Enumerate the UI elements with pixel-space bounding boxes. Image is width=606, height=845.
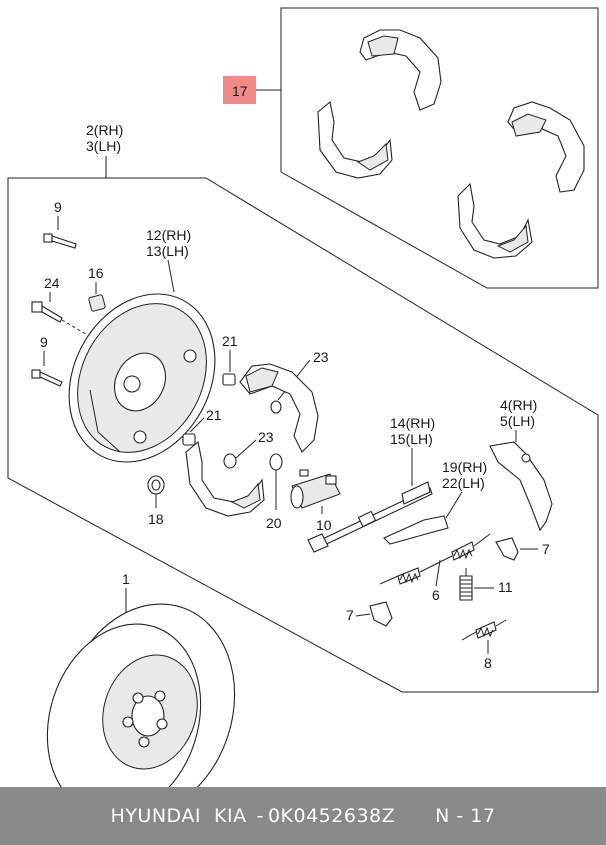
callout-16[interactable]: 16 xyxy=(88,265,104,281)
callout-9b[interactable]: 9 xyxy=(40,334,48,350)
cup-20 xyxy=(269,453,283,471)
footer-brand: HYUNDAI KIA xyxy=(110,805,247,827)
pin-23b xyxy=(223,453,237,469)
spring-8 xyxy=(461,619,507,641)
backing-plate xyxy=(68,293,216,463)
footer-ref: N - 17 xyxy=(435,805,496,827)
bolt-9-lower xyxy=(31,369,63,387)
strut-14 xyxy=(307,481,433,553)
callout-1[interactable]: 1 xyxy=(122,571,130,587)
footer-separator: - xyxy=(256,805,264,827)
callout-9a[interactable]: 9 xyxy=(54,199,62,215)
callout-8[interactable]: 8 xyxy=(484,655,492,671)
brake-shoe-lower xyxy=(185,440,265,517)
nut-21a xyxy=(222,373,236,386)
spring-11 xyxy=(459,568,473,601)
brake-drum xyxy=(46,603,236,817)
brake-shoe-upper xyxy=(239,363,319,453)
lever-19 xyxy=(383,515,449,545)
parking-lever-4 xyxy=(489,441,553,532)
bolt-9-upper xyxy=(43,233,77,249)
backing-assembly-box xyxy=(7,177,599,693)
grommet-16 xyxy=(88,294,106,312)
callout-17[interactable]: 17 xyxy=(232,83,248,99)
callout-2rh[interactable]: 2(RH) xyxy=(86,122,123,138)
callout-20[interactable]: 20 xyxy=(266,515,282,531)
callout-15lh[interactable]: 15(LH) xyxy=(390,431,433,447)
callout-22lh[interactable]: 22(LH) xyxy=(442,475,485,491)
clip-7b xyxy=(369,601,393,627)
spring-6 xyxy=(379,533,491,585)
callout-3lh[interactable]: 3(LH) xyxy=(86,138,121,154)
callout-12rh[interactable]: 12(RH) xyxy=(146,227,191,243)
footer-part-number: 0K0452638Z xyxy=(267,805,396,827)
callout-24[interactable]: 24 xyxy=(44,275,60,291)
callout-7b[interactable]: 7 xyxy=(346,607,354,623)
callout-10[interactable]: 10 xyxy=(316,517,332,533)
callout-23b[interactable]: 23 xyxy=(258,429,274,445)
callout-5lh[interactable]: 5(LH) xyxy=(500,413,535,429)
callout-13lh[interactable]: 13(LH) xyxy=(146,243,189,259)
footer-bar: HYUNDAI KIA-0K0452638Z N - 17 xyxy=(0,787,606,845)
shoe-set-box xyxy=(280,7,599,289)
bolt-24 xyxy=(31,301,63,323)
wheel-cylinder-10 xyxy=(290,469,341,509)
callout-11[interactable]: 11 xyxy=(498,579,513,595)
callout-21b[interactable]: 21 xyxy=(206,407,222,423)
nut-21b xyxy=(182,433,196,446)
clip-7a xyxy=(495,537,519,561)
callout-14rh[interactable]: 14(RH) xyxy=(390,415,435,431)
callout-18[interactable]: 18 xyxy=(148,511,164,527)
callout-21a[interactable]: 21 xyxy=(222,333,238,349)
brake-shoe-set-illustration xyxy=(317,29,585,259)
callout-23a[interactable]: 23 xyxy=(313,349,329,365)
callout-4rh[interactable]: 4(RH) xyxy=(500,397,537,413)
callout-7a[interactable]: 7 xyxy=(542,541,550,557)
callout-6[interactable]: 6 xyxy=(432,587,440,603)
callout-17-highlight[interactable] xyxy=(223,76,256,104)
pin-23a xyxy=(270,400,282,414)
callout-19rh[interactable]: 19(RH) xyxy=(442,459,487,475)
